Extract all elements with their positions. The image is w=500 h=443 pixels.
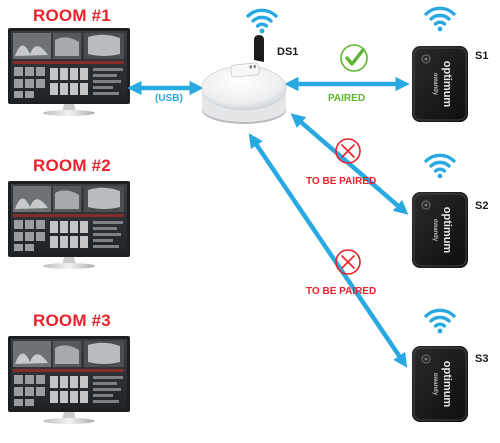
hub-device: [201, 35, 287, 124]
sensor-s2-label: S2: [475, 200, 489, 212]
paired-check-icon: [340, 44, 368, 72]
sensor-s1-wifi-icon: [424, 6, 456, 34]
sensor-s1-label: S1: [475, 50, 489, 62]
sensor-s2-sub: owandy: [432, 219, 438, 242]
room-3-title: ROOM #3: [33, 311, 111, 330]
to-be-paired-label-s2: TO BE PAIRED: [306, 176, 377, 187]
sensor-s3-sub: owandy: [432, 373, 438, 396]
sensor-s2: optimum owandy: [411, 191, 469, 269]
usb-label: (USB): [155, 93, 183, 104]
hub-wifi-icon: [246, 8, 278, 36]
paired-label: PAIRED: [328, 93, 366, 104]
hub-label: DS1: [277, 46, 299, 58]
sensor-s3: optimum owandy: [411, 345, 469, 423]
room-2-monitor: [8, 181, 130, 269]
s3-connection-arrow: [248, 133, 408, 368]
sensor-s1: optimum owandy: [411, 45, 469, 123]
sensor-s2-wifi-icon: [424, 153, 456, 181]
room-2-title: ROOM #2: [33, 156, 111, 175]
s2-connection-arrow: [290, 113, 409, 215]
sensor-s3-wifi-icon: [424, 308, 456, 336]
sensor-s2-brand: optimum: [441, 207, 453, 254]
sensor-s3-brand: optimum: [441, 361, 453, 408]
unpaired-cross-icon-2: [335, 249, 361, 275]
sensor-s3-label: S3: [475, 353, 489, 365]
room-3-monitor: [8, 336, 130, 424]
sensor-s1-brand: optimum: [441, 61, 453, 108]
to-be-paired-label-s3: TO BE PAIRED: [306, 286, 377, 297]
room-1-monitor: [8, 28, 130, 116]
unpaired-cross-icon-1: [335, 138, 361, 164]
sensor-s1-sub: owandy: [432, 73, 438, 96]
room-1-title: ROOM #1: [33, 6, 111, 25]
